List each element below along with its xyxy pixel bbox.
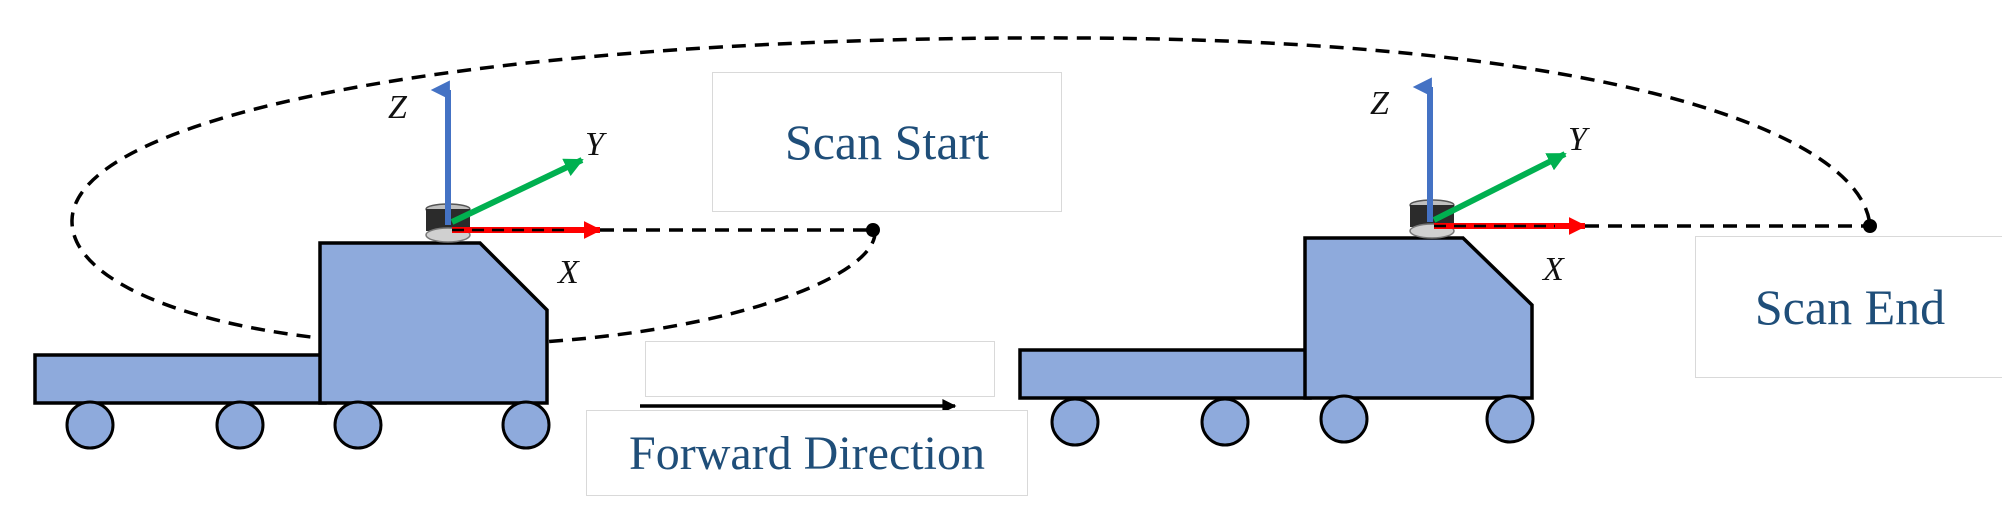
scan-end-point: [1863, 219, 1877, 233]
z-axis-label: Z: [1370, 85, 1390, 122]
y-axis-label: Y: [1568, 121, 1590, 158]
y-axis-arrow: [1432, 151, 1567, 223]
vehicle-end-wheel: [1319, 394, 1369, 444]
vehicle-start-bed: [33, 353, 327, 405]
vehicle-start-wheel: [215, 400, 265, 450]
y-axis-arrow: [450, 157, 584, 225]
scan-start-point: [866, 223, 880, 237]
z-axis-label: Z: [388, 89, 408, 126]
vehicle-start-wheel: [333, 400, 383, 450]
vehicle-end-wheel: [1200, 397, 1250, 447]
x-axis-label: X: [1541, 251, 1565, 288]
forward-direction-label: Forward Direction: [586, 410, 1028, 496]
vehicle-start-wheel: [65, 400, 115, 450]
vehicle-end-wheel: [1050, 397, 1100, 447]
vehicle-start: [33, 203, 551, 450]
x-axis-label: X: [556, 254, 580, 291]
y-axis-label: Y: [585, 126, 607, 163]
scan-trajectory-path: [70, 36, 1872, 347]
vehicle-end-bed: [1018, 348, 1312, 400]
vehicle-end-wheel: [1485, 394, 1535, 444]
vehicle-end: [1018, 199, 1535, 447]
coordinate-frame-end: Z Y X: [1370, 77, 1590, 288]
empty-text-box: [645, 341, 995, 397]
scan-start-label: Scan Start: [712, 72, 1062, 212]
coordinate-frame-start: Z Y X: [388, 80, 607, 291]
vehicle-start-cab: [318, 241, 549, 405]
vehicle-start-wheel: [501, 400, 551, 450]
scan-end-label: Scan End: [1695, 236, 2002, 378]
vehicle-end-cab: [1303, 236, 1534, 400]
